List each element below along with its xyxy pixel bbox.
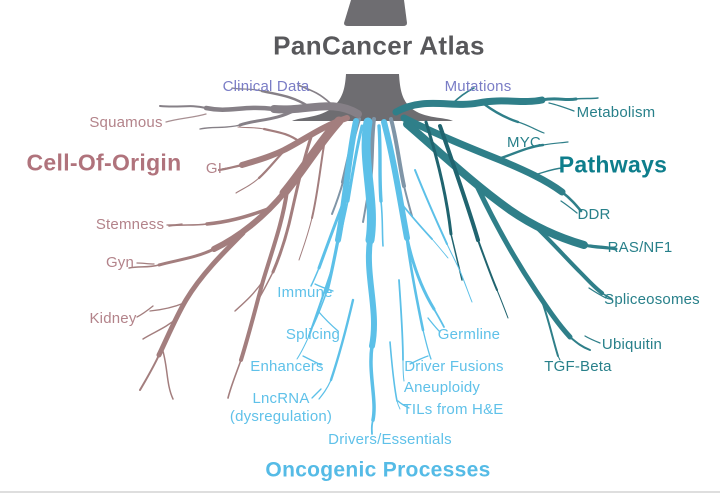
label-myc: MYC bbox=[507, 133, 541, 151]
label-aneuploidy: Aneuploidy bbox=[403, 378, 481, 396]
label-metabolism: Metabolism bbox=[576, 103, 656, 121]
label-drivers-essentials: Drivers/Essentials bbox=[328, 430, 452, 448]
label-splicing: Splicing bbox=[285, 325, 341, 343]
label-tgf-beta: TGF-Beta bbox=[544, 357, 612, 375]
label-leader-lines bbox=[136, 102, 609, 409]
label-ubiquitin: Ubiquitin bbox=[601, 335, 663, 353]
page-title: PanCancer Atlas bbox=[273, 30, 485, 61]
label-squamous: Squamous bbox=[89, 113, 163, 131]
label-enhancers: Enhancers bbox=[250, 357, 324, 375]
label-tils-from-he: TILs from H&E bbox=[402, 400, 504, 418]
roots-cell-of-origin bbox=[128, 115, 350, 400]
label-ras-nf1: RAS/NF1 bbox=[607, 238, 673, 256]
label-lncrna-dysregulation: LncRNA (dysregulation) bbox=[230, 390, 332, 426]
label-lncrna-line1: LncRNA bbox=[252, 390, 310, 407]
label-driver-fusions: Driver Fusions bbox=[404, 357, 504, 375]
label-germline: Germline bbox=[437, 325, 501, 343]
label-clinical-data: Clinical Data bbox=[222, 77, 310, 95]
label-ddr: DDR bbox=[577, 205, 611, 223]
label-kidney: Kidney bbox=[89, 309, 137, 327]
section-heading-cell-of-origin: Cell-Of-Origin bbox=[26, 149, 182, 176]
label-lncrna-line2: (dysregulation) bbox=[229, 408, 333, 425]
roots-oncogenic bbox=[296, 117, 473, 435]
label-gyn: Gyn bbox=[105, 253, 135, 271]
label-mutations: Mutations bbox=[444, 77, 512, 95]
label-stemness: Stemness bbox=[95, 215, 165, 233]
roots-pathways-dark bbox=[424, 120, 509, 319]
label-immune: Immune bbox=[277, 283, 333, 301]
label-spliceosomes: Spliceosomes bbox=[604, 290, 700, 308]
section-heading-pathways: Pathways bbox=[558, 151, 668, 178]
section-heading-oncogenic-processes: Oncogenic Processes bbox=[265, 458, 491, 482]
label-gi: GI bbox=[205, 159, 223, 177]
bottom-divider-line bbox=[0, 491, 720, 493]
roots-clinical-data bbox=[159, 84, 362, 130]
roots-pathways bbox=[392, 87, 618, 361]
